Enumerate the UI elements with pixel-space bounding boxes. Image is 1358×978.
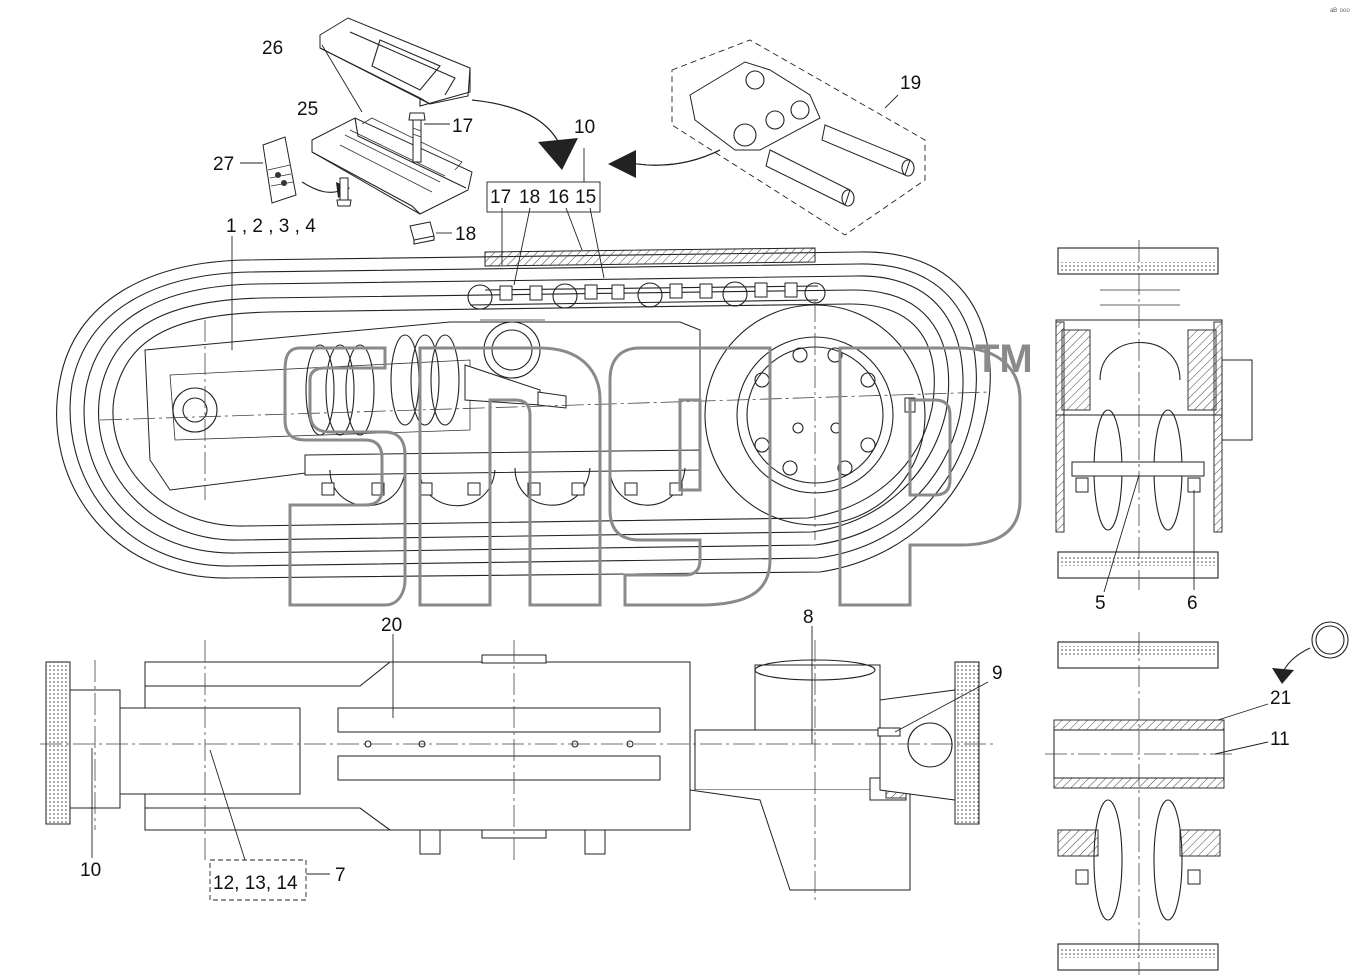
callout-1-2-3-4: 1 , 2 , 3 , 4: [226, 216, 316, 237]
callout-15: 15: [575, 187, 596, 208]
recoil-spring: [305, 334, 567, 436]
callout-10-top: 10: [574, 117, 595, 138]
callout-17-box: 17: [490, 187, 511, 208]
callout-10-bottom: 10: [80, 860, 101, 881]
end-view-idler: [1045, 621, 1349, 975]
callout-11: 11: [1270, 729, 1290, 750]
callout-27: 27: [213, 154, 234, 175]
callout-19: 19: [900, 73, 921, 94]
callout-21: 21: [1270, 688, 1291, 709]
callout-26: 26: [262, 38, 283, 59]
bolt-part-17: [408, 112, 450, 163]
callout-18-box: 18: [519, 187, 540, 208]
track-plan-view: [40, 640, 995, 900]
arrow-27: [301, 181, 343, 193]
chain-link-detail-19: [671, 39, 926, 236]
rubber-pad-part-26: [319, 17, 471, 107]
top-track-chain: [467, 247, 826, 310]
callout-17-bolt: 17: [452, 116, 473, 137]
track-side-view: [56, 247, 991, 579]
callout-9: 9: [992, 663, 1003, 684]
end-view-sprocket: [1055, 240, 1253, 593]
callout-12-13-14: 12, 13, 14: [213, 873, 298, 894]
callout-6: 6: [1187, 593, 1198, 614]
callout-8: 8: [803, 607, 814, 628]
watermark-logo: TM: [283, 337, 1033, 607]
track-rollers: [304, 449, 701, 507]
watermark-trademark: TM: [975, 337, 1033, 381]
callout-16: 16: [548, 187, 569, 208]
callout-20: 20: [381, 615, 402, 636]
hardware-bag-part-27: [240, 136, 297, 204]
corner-mark: ᵃᴮ ᵒᵒᵒ: [1330, 6, 1350, 16]
nut-part-18: [409, 221, 452, 245]
callout-25: 25: [297, 99, 318, 120]
callout-5: 5: [1095, 593, 1106, 614]
callout-18-nut: 18: [455, 224, 476, 245]
callout-7: 7: [335, 865, 346, 886]
